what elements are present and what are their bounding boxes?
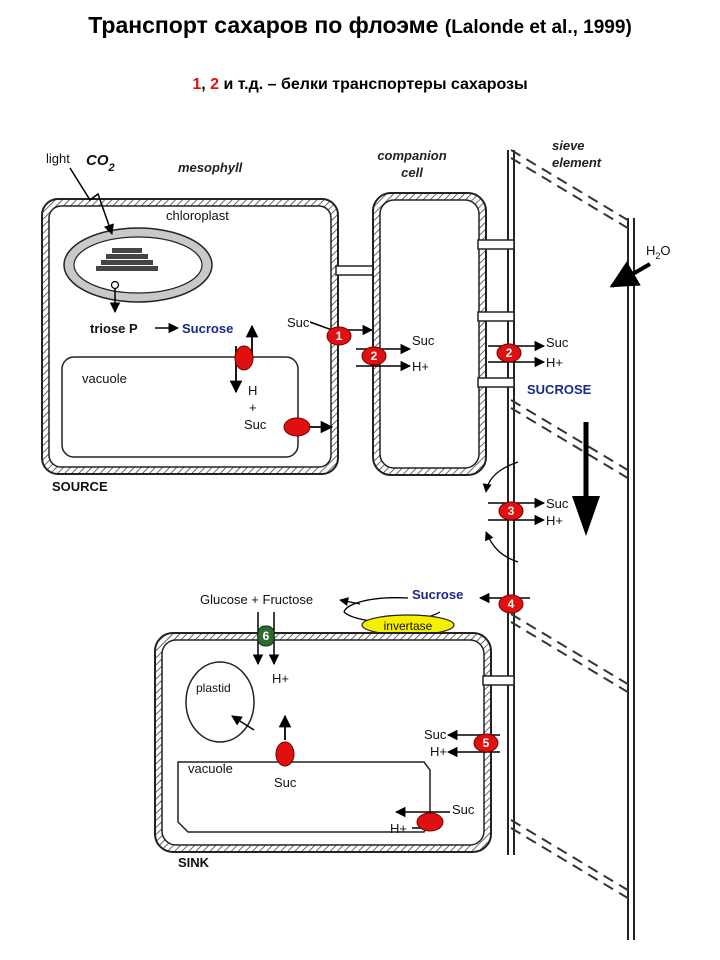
label-element: element <box>552 155 602 170</box>
label-h2o: H2O <box>646 243 671 261</box>
sieve-plates <box>510 149 632 901</box>
label-sieve: sieve <box>552 138 585 153</box>
transporter-2-se: 2 <box>496 343 522 363</box>
label-sucrose-apoplast: Sucrose <box>412 587 463 602</box>
label-sucrose-source: Sucrose <box>182 321 233 336</box>
label-suc-3: Suc <box>546 496 569 511</box>
label-h-6: H+ <box>272 671 289 686</box>
label-h-vertical: H <box>248 383 257 398</box>
svg-text:5: 5 <box>483 736 490 750</box>
svg-text:4: 4 <box>508 597 515 611</box>
label-vacuole-source: vacuole <box>82 371 127 386</box>
title-citation: (Lalonde et al., 1999) <box>444 17 632 38</box>
label-h-sink-in: H+ <box>390 821 407 836</box>
sieve-element-wall <box>507 150 635 940</box>
transporter-6: 6 <box>257 625 275 647</box>
svg-text:6: 6 <box>263 629 270 643</box>
svg-text:2: 2 <box>371 349 378 363</box>
transporter-3: 3 <box>498 501 524 521</box>
water-arrow <box>609 261 652 288</box>
subtitle-sep: , <box>201 76 211 93</box>
label-suc-vacuole: Suc <box>244 417 267 432</box>
plastid <box>185 661 255 743</box>
label-h-3: H+ <box>546 513 563 528</box>
transporter-4: 4 <box>498 594 524 614</box>
label-mesophyll: mesophyll <box>178 160 243 175</box>
label-suc-se: Suc <box>546 335 569 350</box>
label-source: SOURCE <box>52 479 108 494</box>
transporter-5: 5 <box>473 733 499 753</box>
label-companion: companion <box>377 148 446 163</box>
label-plastid: plastid <box>196 681 231 695</box>
vacuole-transporter-sink-2 <box>416 812 444 832</box>
mass-flow-arrow <box>572 496 600 536</box>
label-h-5: H+ <box>430 744 447 759</box>
label-companion-cell: cell <box>401 165 423 180</box>
subtitle-rest: и т.д. – белки транспортеры сахарозы <box>219 76 528 93</box>
chloroplast <box>63 227 213 303</box>
vacuole-transporter-source <box>234 345 254 371</box>
label-plus: + <box>249 400 257 415</box>
label-co2: CO2 <box>86 152 115 174</box>
transporter-1: 1 <box>326 326 352 346</box>
slide-title: Транспорт сахаров по флоэме (Lalonde et … <box>0 12 720 39</box>
label-suc-in: Suc <box>287 315 310 330</box>
label-glucose-fructose: Glucose + Fructose <box>200 592 313 607</box>
label-sink: SINK <box>178 855 210 870</box>
plasmodesma-1 <box>335 265 377 276</box>
title-main: Транспорт сахаров по флоэме <box>88 12 439 38</box>
label-invertase: invertase <box>384 619 433 633</box>
label-triose-p: triose P <box>90 321 138 336</box>
label-vacuole-sink: vacuole <box>188 761 233 776</box>
subtitle-num-2: 2 <box>210 76 220 93</box>
label-suc-cc: Suc <box>412 333 435 348</box>
vacuole-transporter-sink <box>275 741 295 767</box>
svg-text:2: 2 <box>506 346 513 360</box>
label-sucrose-sieve: SUCROSE <box>527 382 592 397</box>
label-h-cc: H+ <box>412 359 429 374</box>
label-suc-5: Suc <box>424 727 447 742</box>
plasmodesmata-cc-se <box>477 239 515 388</box>
vacuole-transporter-source-2 <box>283 417 311 437</box>
svg-text:1: 1 <box>336 329 343 343</box>
svg-text:3: 3 <box>508 504 515 518</box>
label-suc-sink-in: Suc <box>452 802 475 817</box>
label-light: light <box>46 151 70 166</box>
label-chloroplast: chloroplast <box>166 208 229 223</box>
transporter-2-cc: 2 <box>361 346 387 366</box>
label-h-se: H+ <box>546 355 563 370</box>
label-suc-sink-vacuole: Suc <box>274 775 297 790</box>
subtitle-num-1: 1 <box>192 76 202 93</box>
light-arrow <box>69 167 114 235</box>
slide-subtitle: 1, 2 и т.д. – белки транспортеры сахароз… <box>0 76 720 94</box>
